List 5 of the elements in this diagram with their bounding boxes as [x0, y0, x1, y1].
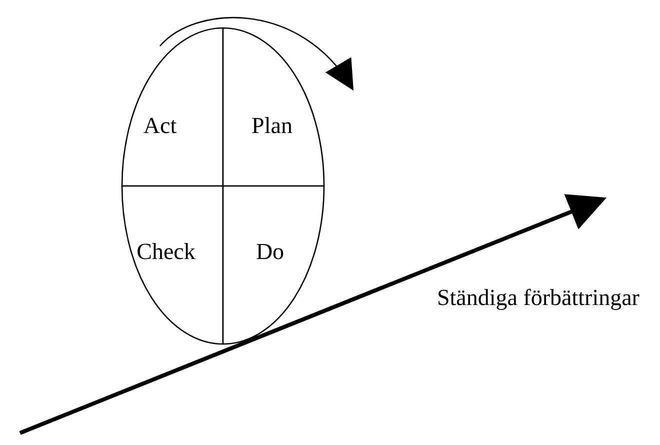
quadrant-label: Act — [143, 113, 177, 139]
arrow-caption: Ständiga förbättringar — [437, 285, 640, 311]
quadrant-label: Check — [136, 239, 196, 265]
quadrant-label: Do — [256, 239, 284, 265]
quadrant-label: Plan — [252, 113, 292, 139]
